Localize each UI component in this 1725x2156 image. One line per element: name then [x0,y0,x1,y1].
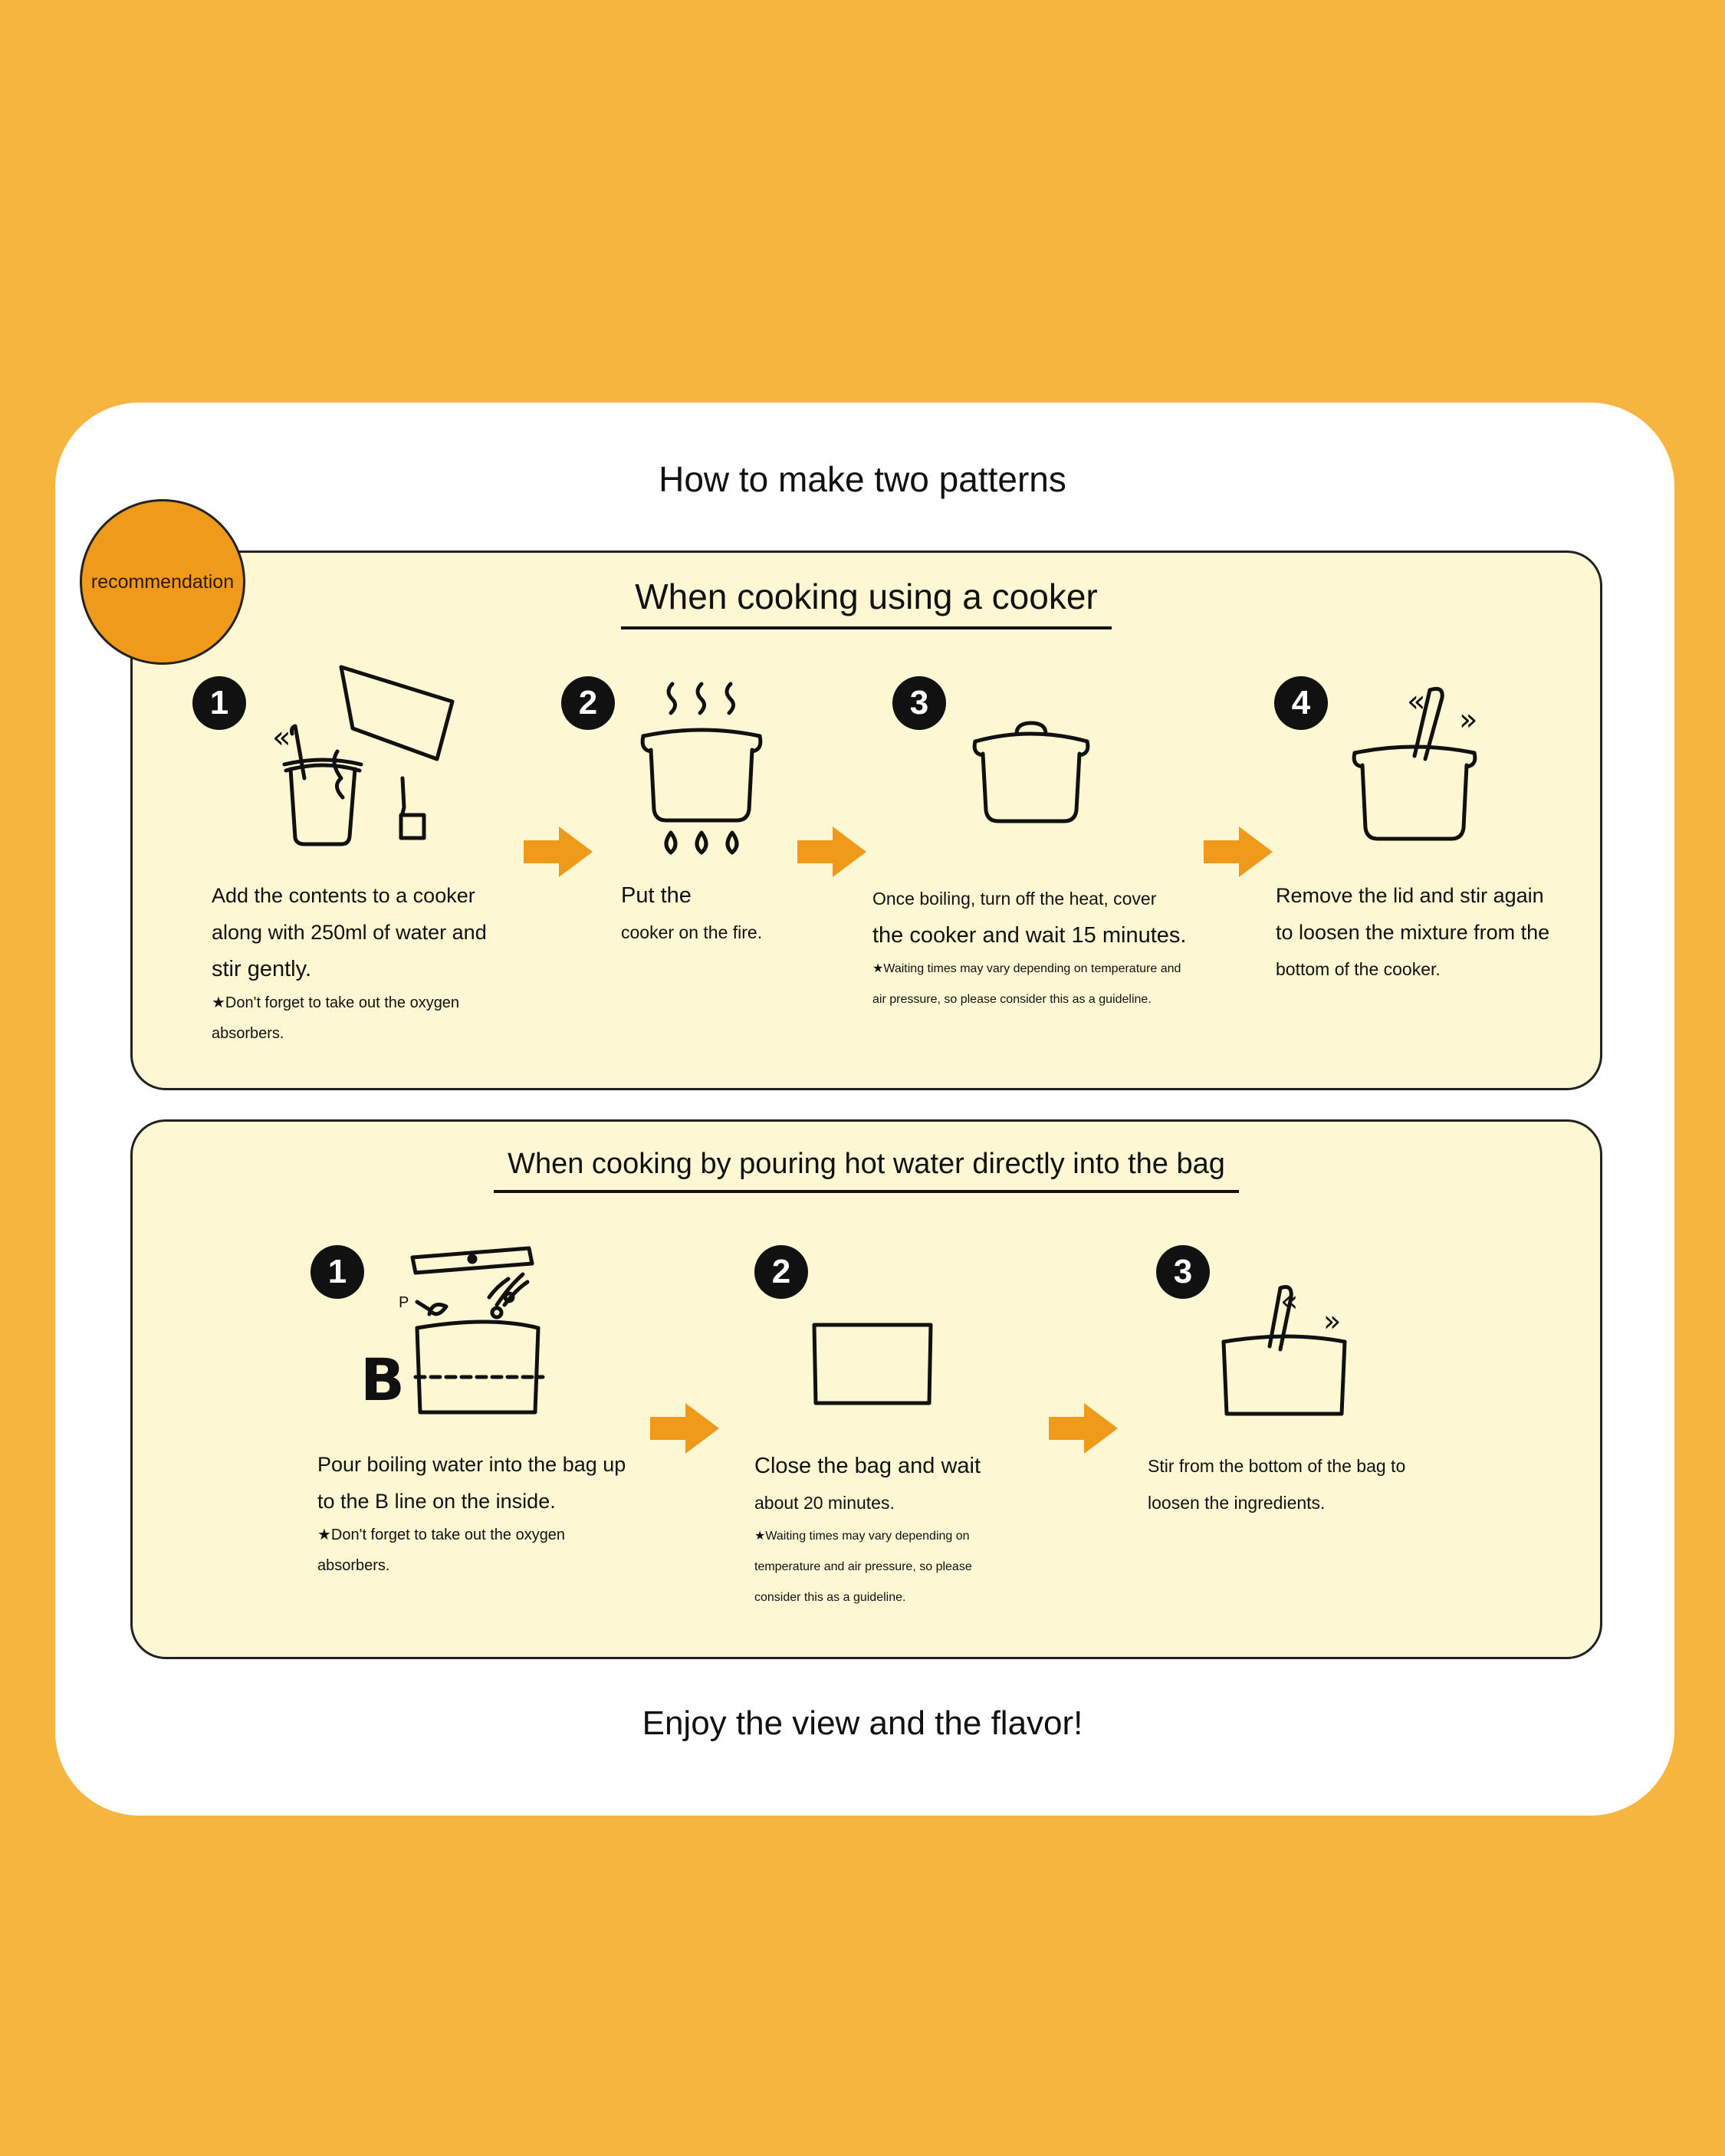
cooker-panel: When cooking using a cooker [130,551,1602,1090]
cooker-step-2-number: 2 [561,676,615,730]
stir-cooker-icon: « » [1352,684,1477,841]
bag-step-2-text: Close the bag and wait about 20 minutes.… [754,1454,981,1604]
bag-step-3-number: 3 [1156,1245,1210,1299]
svg-text:»: » [1323,1304,1341,1338]
cooker-step-3-text: Once boiling, turn off the heat, cover t… [872,889,1187,1006]
svg-text:»: » [1459,702,1477,738]
cooker-step-2-text: Put the cooker on the fire. [621,883,763,942]
bag-step-2-number: 2 [754,1245,808,1299]
closed-bag-icon [812,1323,933,1405]
arrow-icon [1204,827,1273,877]
cooker-on-fire-icon [640,682,763,855]
cooker-step-4-text: Remove the lid and stir again to loosen … [1276,884,1550,979]
bag-step-1-number: 1 [310,1245,364,1299]
pour-water-into-bag-icon [410,1246,545,1415]
arrow-icon [797,827,866,877]
cooker-step-3-number: 3 [892,676,946,730]
page-title: How to make two patterns [659,459,1066,499]
bag-panel-title: When cooking by pouring hot water direct… [133,1148,1600,1193]
recommendation-badge: recommendation [80,499,245,665]
bag-step-1-text: Pour boiling water into the bag up to th… [317,1453,626,1574]
arrow-icon [1049,1403,1118,1454]
stir-bag-icon: « » [1221,1284,1347,1416]
bag-panel: When cooking by pouring hot water direct… [130,1119,1602,1659]
svg-text:«: « [272,720,291,755]
arrow-icon [524,827,593,877]
cooker-step-1-number: 1 [192,676,246,730]
cooker-step-4-number: 4 [1274,676,1328,730]
cooker-panel-title: When cooking using a cooker [133,576,1600,629]
bag-step-3-text: Stir from the bottom of the bag to loose… [1148,1456,1406,1513]
closing-message: Enjoy the view and the flavor! [642,1704,1083,1742]
bag-b-line-label: B [360,1346,405,1414]
arrow-icon [650,1403,719,1454]
bag-p-label: P [399,1294,409,1311]
cooker-step-1-text: Add the contents to a cooker along with … [212,884,487,1042]
pour-into-cooker-icon: « [272,665,455,846]
covered-cooker-icon [972,721,1090,823]
